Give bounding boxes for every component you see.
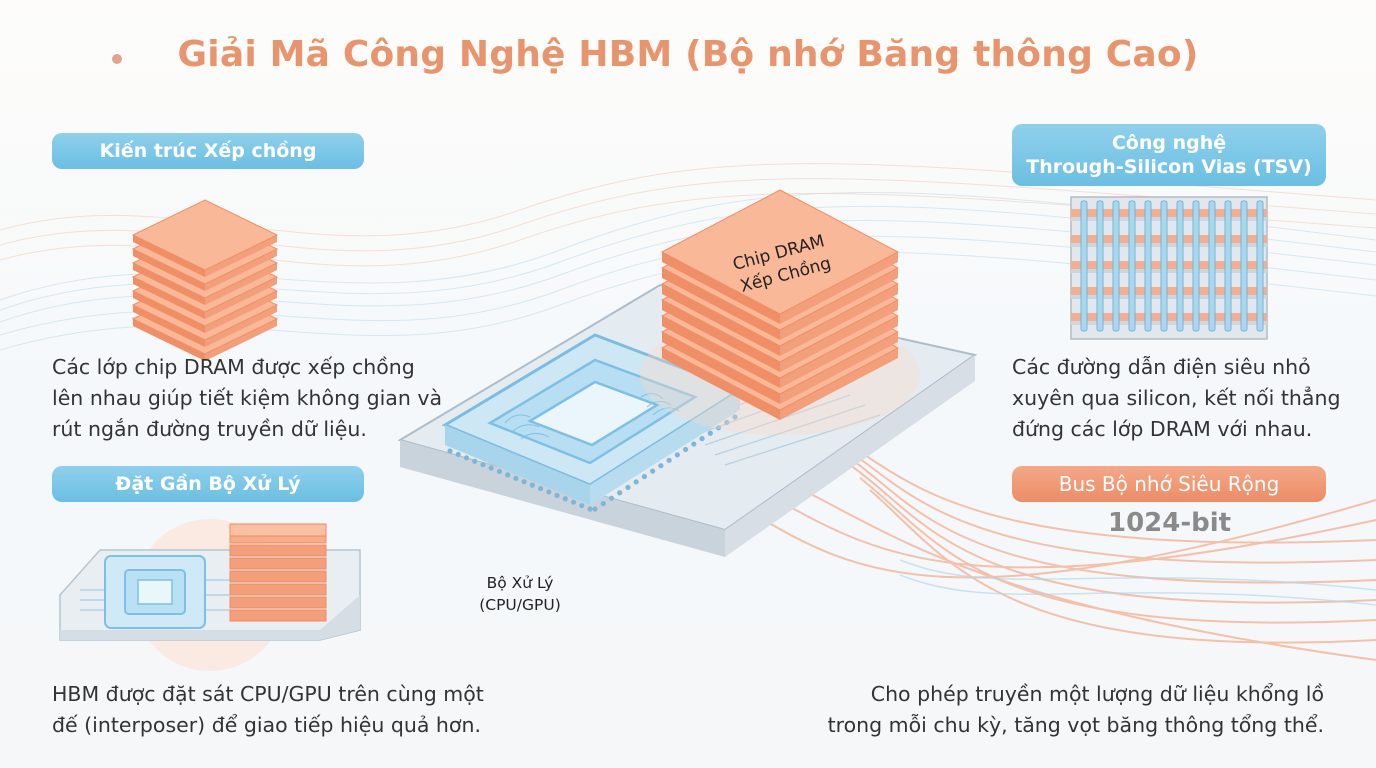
side-dram-layer bbox=[229, 596, 327, 609]
cpu-pin bbox=[455, 451, 461, 458]
tsv-via bbox=[1176, 200, 1184, 332]
cpu-pin bbox=[521, 479, 527, 485]
cpu-pin bbox=[447, 448, 453, 454]
cpu-pin bbox=[633, 479, 639, 485]
tsv-dram-layer bbox=[1071, 261, 1267, 269]
tsv-crosssection-icon bbox=[1070, 196, 1268, 340]
desc-bus-line-2: trong mỗi chu kỳ, tăng vọt băng thông tổ… bbox=[827, 713, 1324, 737]
tsv-dram-layer bbox=[1071, 209, 1267, 217]
cpu-pin bbox=[488, 465, 494, 471]
dram-stack-icon bbox=[130, 199, 280, 361]
tsv-bond-layer bbox=[1071, 217, 1267, 221]
tsv-via bbox=[1256, 200, 1264, 332]
cpu-pin bbox=[715, 425, 722, 431]
desc-tsv: Các đường dẫn điện siêu nhỏ xuyên qua si… bbox=[1012, 352, 1340, 445]
tsv-via bbox=[1096, 200, 1104, 332]
tsv-via bbox=[1240, 200, 1248, 332]
desc-tsv-line-3: đứng các lớp DRAM với nhau. bbox=[1012, 417, 1313, 441]
logo-mark bbox=[112, 54, 122, 64]
cpu-label: Bộ Xử Lý (CPU/GPU) bbox=[450, 572, 590, 616]
cpu-pin bbox=[554, 492, 560, 498]
desc-bus: Cho phép truyền một lượng dữ liệu khổng … bbox=[828, 679, 1324, 741]
desc-near-line-1: HBM được đặt sát CPU/GPU trên cùng một bbox=[52, 682, 484, 706]
cpu-pin bbox=[472, 458, 478, 464]
desc-near-processor: HBM được đặt sát CPU/GPU trên cùng một đ… bbox=[52, 679, 484, 741]
cpu-pin bbox=[562, 496, 568, 502]
page-title: Giải Mã Công Nghệ HBM (Bộ nhớ Băng thông… bbox=[177, 34, 1199, 75]
heading-stacked-architecture: Kiến trúc Xếp chồng bbox=[52, 133, 364, 169]
cpu-pin bbox=[546, 489, 552, 495]
tsv-via bbox=[1160, 200, 1168, 332]
desc-stacked-line-2: lên nhau giúp tiết kiệm không gian và bbox=[52, 386, 443, 410]
cpu-pin bbox=[608, 495, 615, 501]
tsv-via bbox=[1080, 200, 1088, 332]
heading-tsv-line-2: Through-Silicon Vias (TSV) bbox=[1026, 156, 1312, 178]
cpu-pin bbox=[513, 475, 519, 481]
side-dram-layer bbox=[229, 583, 327, 596]
cpu-pin bbox=[732, 414, 738, 420]
tsv-via bbox=[1144, 200, 1152, 332]
tsv-dram-layer bbox=[1071, 287, 1267, 295]
cpu-pin bbox=[650, 468, 656, 474]
heading-near-processor: Đặt Gần Bộ Xử Lý bbox=[52, 466, 364, 502]
cpu-pin bbox=[529, 482, 535, 488]
desc-tsv-line-1: Các đường dẫn điện siêu nhỏ bbox=[1012, 355, 1311, 379]
cpu-pin bbox=[496, 468, 503, 475]
cpu-pin bbox=[625, 484, 631, 490]
cpu-pin bbox=[600, 500, 606, 507]
side-dram-layer bbox=[229, 570, 327, 583]
cpu-pin bbox=[617, 490, 623, 496]
heading-tsv-line-1: Công nghệ bbox=[1111, 132, 1227, 154]
center-dram-layer bbox=[660, 189, 900, 324]
desc-stacked-line-1: Các lớp chip DRAM được xếp chồng bbox=[52, 355, 415, 379]
cpu-pin bbox=[699, 436, 705, 442]
desc-bus-line-1: Cho phép truyền một lượng dữ liệu khổng … bbox=[870, 682, 1324, 706]
cpu-pin bbox=[537, 485, 544, 492]
cpu-pin bbox=[587, 506, 593, 512]
cpu-label-line-2: (CPU/GPU) bbox=[479, 596, 561, 614]
tsv-bond-layer bbox=[1071, 321, 1267, 325]
side-dram-layer bbox=[229, 557, 327, 570]
interposer-icon bbox=[59, 519, 361, 671]
cpu-pin bbox=[658, 463, 664, 469]
cpu-pin bbox=[707, 430, 713, 436]
cpu-pin bbox=[480, 462, 486, 468]
cpu-pin bbox=[691, 441, 697, 447]
tsv-bond-layer bbox=[1071, 295, 1267, 299]
tsv-via bbox=[1224, 200, 1232, 332]
cpu-pin bbox=[592, 506, 598, 512]
heading-tsv: Công nghệ Through-Silicon Vias (TSV) bbox=[1012, 124, 1326, 186]
desc-tsv-line-2: xuyên qua silicon, kết nối thẳng bbox=[1012, 386, 1341, 410]
bus-width-value: 1024-bit bbox=[1108, 508, 1232, 538]
side-dram-top bbox=[229, 523, 327, 537]
cpu-pin bbox=[570, 499, 577, 505]
desc-near-line-2: đế (interposer) để giao tiếp hiệu quả hơ… bbox=[52, 713, 481, 737]
cpu-pin bbox=[579, 502, 585, 509]
small-dram-layer bbox=[131, 199, 279, 277]
side-dram-layer bbox=[229, 544, 327, 557]
tsv-bond-layer bbox=[1071, 269, 1267, 273]
heading-bus-width: Bus Bộ nhớ Siêu Rộng bbox=[1012, 466, 1326, 502]
tsv-via bbox=[1192, 200, 1200, 332]
cpu-pin bbox=[641, 473, 648, 480]
tsv-via bbox=[1208, 200, 1216, 332]
desc-stacked-line-3: rút ngắn đường truyền dữ liệu. bbox=[52, 417, 367, 441]
cpu-pin bbox=[682, 446, 689, 453]
hbm-package-illustration: Chip DRAM Xếp Chồng bbox=[397, 189, 978, 557]
tsv-bond-layer bbox=[1071, 243, 1267, 247]
cpu-pin bbox=[463, 455, 470, 461]
tsv-via bbox=[1112, 200, 1120, 332]
cpu-pin bbox=[674, 452, 680, 458]
tsv-dram-layer bbox=[1071, 313, 1267, 321]
cpu-label-line-1: Bộ Xử Lý bbox=[486, 574, 554, 592]
cpu-pin bbox=[724, 419, 730, 426]
cpu-pin bbox=[666, 457, 672, 463]
desc-stacked-architecture: Các lớp chip DRAM được xếp chồng lên nha… bbox=[52, 352, 442, 445]
cpu-pin bbox=[505, 472, 511, 478]
tsv-via bbox=[1128, 200, 1136, 332]
tsv-dram-layer bbox=[1071, 235, 1267, 243]
side-dram-layer bbox=[229, 609, 327, 622]
